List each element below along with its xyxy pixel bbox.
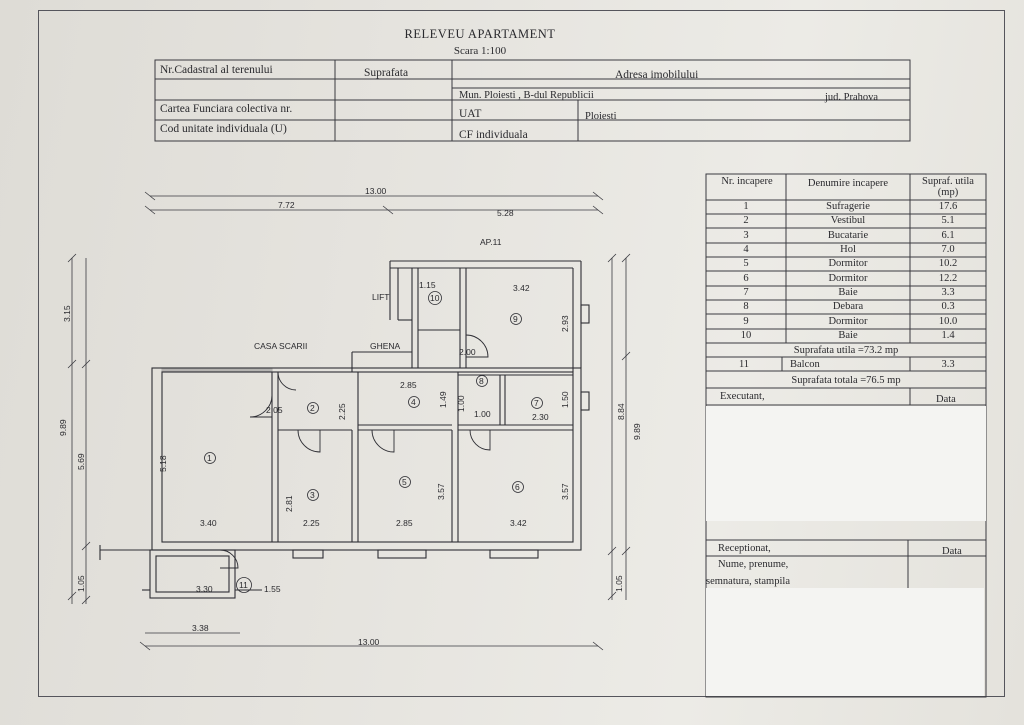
data-label-2: Data xyxy=(942,546,962,557)
svg-text:1.05: 1.05 xyxy=(614,575,624,592)
svg-text:3.42: 3.42 xyxy=(513,283,530,293)
cf-individuala-label: CF individuala xyxy=(459,129,528,141)
svg-text:2.25: 2.25 xyxy=(303,518,320,528)
executant-label: Executant, xyxy=(720,391,765,402)
svg-text:2.30: 2.30 xyxy=(532,412,549,422)
semnatura-label: semnatura, stampila xyxy=(706,576,790,587)
outer-dimensions: 13.00 7.72 5.28 13.00 3.38 3.30 1.55 3.1… xyxy=(58,186,642,647)
nr-cadastral-label: Nr.Cadastral al terenului xyxy=(160,64,273,76)
header-suprafata: Supraf. utila (mp) xyxy=(922,176,974,198)
svg-text:1.15: 1.15 xyxy=(419,280,436,290)
suprafata-utila: Suprafata utila =73.2 mp xyxy=(793,345,899,356)
carte-funciara-label: Cartea Funciara colectiva nr. xyxy=(160,103,293,115)
svg-text:13.00: 13.00 xyxy=(365,186,387,196)
svg-text:8: 8 xyxy=(479,376,484,386)
svg-text:2.85: 2.85 xyxy=(396,518,413,528)
nume-label: Nume, prenume, xyxy=(718,559,789,570)
label-ap: AP.11 xyxy=(480,237,502,247)
plan-labels: AP.11 LIFT CASA SCARII GHENA xyxy=(254,237,502,351)
adresa-label: Adresa imobilului xyxy=(615,69,699,81)
uat-value: Ploiesti xyxy=(585,111,617,122)
svg-text:3.57: 3.57 xyxy=(560,483,570,500)
room-dimensions: 3.40 2.25 2.85 3.42 3.42 2.85 2.30 5.18 … xyxy=(158,280,570,528)
suprafata-totala: Suprafata totala =76.5 mp xyxy=(791,375,901,386)
svg-text:4: 4 xyxy=(411,397,416,407)
svg-text:1.05: 1.05 xyxy=(76,575,86,592)
svg-text:9.89: 9.89 xyxy=(632,423,642,440)
svg-text:13.00: 13.00 xyxy=(358,637,380,647)
receptionat-label: Receptionat, xyxy=(718,543,771,554)
judet-value: jud. Prahova xyxy=(825,92,879,103)
rooms-table-grid xyxy=(705,173,987,698)
svg-text:2.81: 2.81 xyxy=(284,495,294,512)
svg-text:10: 10 xyxy=(430,293,440,303)
svg-text:3.15: 3.15 xyxy=(62,305,72,322)
svg-text:2.85: 2.85 xyxy=(400,380,417,390)
svg-text:2.25: 2.25 xyxy=(337,403,347,420)
svg-text:3: 3 xyxy=(310,490,315,500)
svg-text:2.05: 2.05 xyxy=(266,405,283,415)
header-nr: Nr. incapere xyxy=(721,176,773,187)
suprafata-label: Suprafata xyxy=(364,67,409,79)
redacted-block-2 xyxy=(706,588,984,696)
label-casa-scarii: CASA SCARII xyxy=(254,341,307,351)
adresa-value: Mun. Ploiesti , B-dul Republicii xyxy=(459,90,594,101)
svg-text:1.00: 1.00 xyxy=(474,409,491,419)
walls xyxy=(99,260,590,599)
header-table-grid xyxy=(154,59,911,142)
room-number-texts: 1 2 3 4 5 6 7 8 9 10 11 xyxy=(207,293,539,590)
svg-text:3.42: 3.42 xyxy=(510,518,527,528)
dimension-lines xyxy=(67,191,631,651)
label-ghena: GHENA xyxy=(370,341,401,351)
svg-text:8.84: 8.84 xyxy=(616,403,626,420)
svg-text:5.69: 5.69 xyxy=(76,453,86,470)
svg-text:2.00: 2.00 xyxy=(459,347,476,357)
svg-text:1.00: 1.00 xyxy=(456,395,466,412)
svg-text:1.55: 1.55 xyxy=(264,584,281,594)
svg-text:3.38: 3.38 xyxy=(192,623,209,633)
svg-text:7.72: 7.72 xyxy=(278,200,295,210)
svg-text:5.28: 5.28 xyxy=(497,208,514,218)
cod-unitate-label: Cod unitate individuala (U) xyxy=(160,123,287,135)
svg-text:1.49: 1.49 xyxy=(438,391,448,408)
svg-text:2: 2 xyxy=(310,403,315,413)
document-title: RELEVEU APARTAMENT xyxy=(404,27,556,41)
svg-text:5.18: 5.18 xyxy=(158,455,168,472)
svg-text:3.40: 3.40 xyxy=(200,518,217,528)
data-label-1: Data xyxy=(936,394,956,405)
svg-text:3.30: 3.30 xyxy=(196,584,213,594)
svg-text:5: 5 xyxy=(402,477,407,487)
room-number-circles xyxy=(204,291,543,593)
svg-text:7: 7 xyxy=(534,398,539,408)
label-lift: LIFT xyxy=(372,292,389,302)
svg-text:3.57: 3.57 xyxy=(436,483,446,500)
uat-label: UAT xyxy=(459,108,482,120)
svg-text:1: 1 xyxy=(207,453,212,463)
header-denumire: Denumire incapere xyxy=(807,178,889,189)
svg-text:1.50: 1.50 xyxy=(560,391,570,408)
door-swings xyxy=(219,334,491,569)
svg-text:9.89: 9.89 xyxy=(58,419,68,436)
redacted-block-1 xyxy=(706,406,986,521)
svg-text:9: 9 xyxy=(513,314,518,324)
svg-text:6: 6 xyxy=(515,482,520,492)
svg-text:2.93: 2.93 xyxy=(560,315,570,332)
drawing-frame xyxy=(38,10,1005,697)
scale-label: Scara 1:100 xyxy=(453,45,507,57)
svg-text:11: 11 xyxy=(239,580,248,590)
